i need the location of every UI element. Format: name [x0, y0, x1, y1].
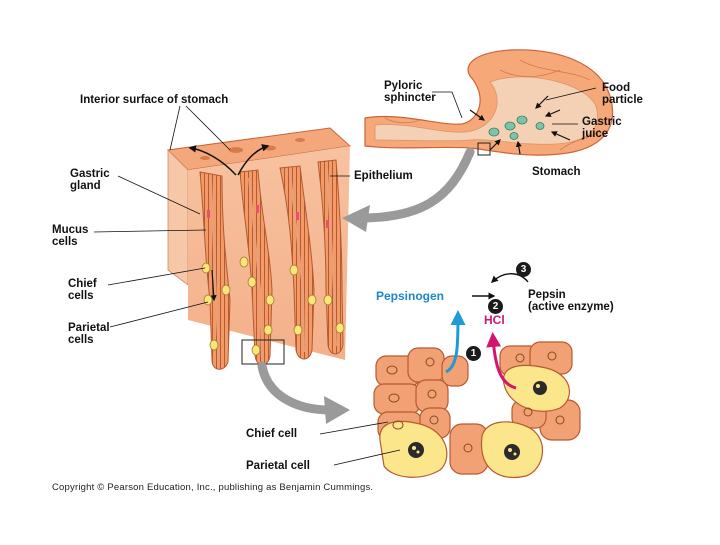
label-hcl: HCl [484, 313, 505, 327]
label-parietal-cells-line2: cells [68, 334, 94, 346]
step-2-marker: 2 [488, 299, 503, 314]
label-stomach: Stomach [532, 166, 581, 178]
label-food-line2: particle [602, 94, 643, 106]
label-pepsin-line2: (active enzyme) [528, 301, 614, 313]
step-3-marker: 3 [516, 262, 531, 277]
label-pyloric-line2: sphincter [384, 92, 436, 104]
label-gastric-gland-line2: gland [70, 180, 101, 192]
gastric-gland-illustration [166, 127, 352, 370]
label-pepsinogen: Pepsinogen [376, 289, 445, 303]
label-pepsin-line1: Pepsin [528, 289, 566, 301]
label-pyloric-line1: Pyloric [384, 80, 423, 92]
gray-arrow-head-1 [342, 205, 370, 232]
gray-arrow-head-2 [324, 396, 350, 424]
label-mucus-cells-line1: Mucus [52, 224, 89, 236]
cell-detail-illustration [373, 341, 581, 479]
label-chief-cells-line2: cells [68, 290, 94, 302]
label-gastric-gland-line1: Gastric [70, 168, 110, 180]
stomach-illustration [364, 49, 614, 156]
label-chief-cell: Chief cell [246, 428, 298, 440]
label-interior-surface: Interior surface of stomach [80, 94, 229, 106]
label-parietal-cell: Parietal cell [246, 460, 310, 472]
label-chief-cells-line1: Chief [68, 278, 97, 290]
label-gastric-juice-line2: juice [582, 128, 609, 140]
label-food-line1: Food [602, 82, 631, 94]
copyright-notice: Copyright © Pearson Education, Inc., pub… [52, 482, 374, 493]
label-epithelium: Epithelium [354, 170, 413, 182]
label-parietal-cells-line1: Parietal [68, 322, 110, 334]
label-mucus-cells-line2: cells [52, 236, 78, 248]
step-1-marker: 1 [466, 346, 481, 361]
label-gastric-juice-line1: Gastric [582, 116, 622, 128]
